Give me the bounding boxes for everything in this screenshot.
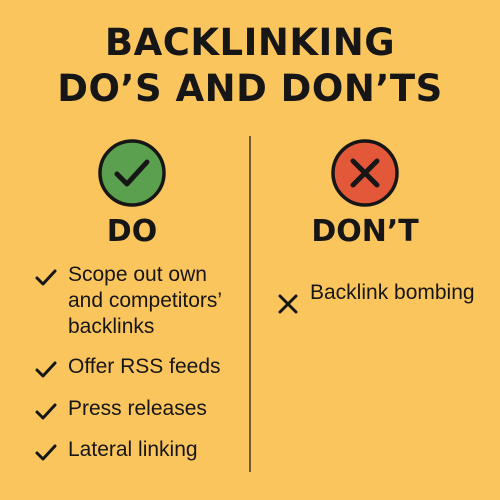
checkmark-icon [34, 440, 58, 464]
checkmark-icon [34, 265, 58, 289]
check-circle-icon [97, 138, 167, 208]
do-item-label: Lateral linking [68, 438, 198, 461]
column-divider [249, 136, 251, 472]
do-list-item: Scope out own and competitors’ backlinks [34, 262, 244, 340]
x-circle-icon [330, 138, 400, 208]
dont-heading: DON’T [311, 214, 419, 249]
dont-item-label: Backlink bombing [310, 281, 475, 304]
do-list-item: Press releases [34, 396, 244, 423]
page-title: BACKLINKING DO’S AND DON’TS [0, 20, 500, 112]
title-line-2: DO’S AND DON’TS [57, 67, 443, 110]
do-list-item: Lateral linking [34, 437, 244, 464]
do-item-label: Scope out own and competitors’ backlinks [68, 263, 222, 338]
do-list-item: Offer RSS feeds [34, 354, 244, 381]
do-item-label: Offer RSS feeds [68, 355, 221, 378]
dont-list-item: Backlink bombing [276, 280, 476, 316]
do-item-label: Press releases [68, 397, 207, 420]
do-heading: DO [106, 214, 158, 249]
checkmark-icon [34, 399, 58, 423]
x-mark-icon [276, 292, 300, 316]
title-line-1: BACKLINKING [104, 21, 396, 64]
checkmark-icon [34, 357, 58, 381]
